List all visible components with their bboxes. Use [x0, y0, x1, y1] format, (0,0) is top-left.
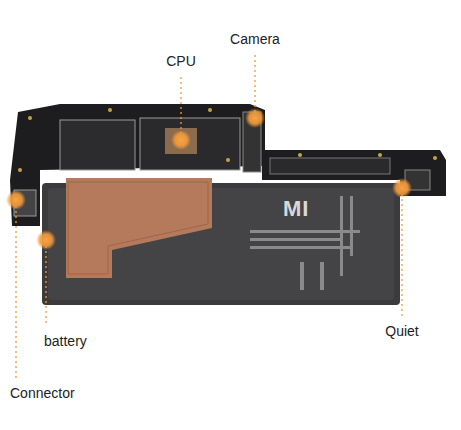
battery-print	[250, 196, 360, 290]
battery-logo: MI	[283, 196, 309, 222]
part-label: Connector	[10, 385, 75, 402]
shield-can	[140, 118, 240, 170]
flex-strip	[270, 158, 390, 174]
copper-flex-edge	[68, 182, 208, 274]
solder-points	[18, 108, 437, 172]
copper-flex	[66, 178, 212, 278]
part-label: battery	[44, 333, 87, 350]
cpu-chip	[165, 128, 197, 154]
shield-can	[60, 120, 135, 170]
leader-lines	[16, 52, 402, 378]
hotspot-dots	[6, 108, 412, 250]
part-label: Camera	[230, 31, 280, 48]
part-label: Quiet	[385, 323, 418, 340]
part-label: CPU	[166, 53, 196, 70]
